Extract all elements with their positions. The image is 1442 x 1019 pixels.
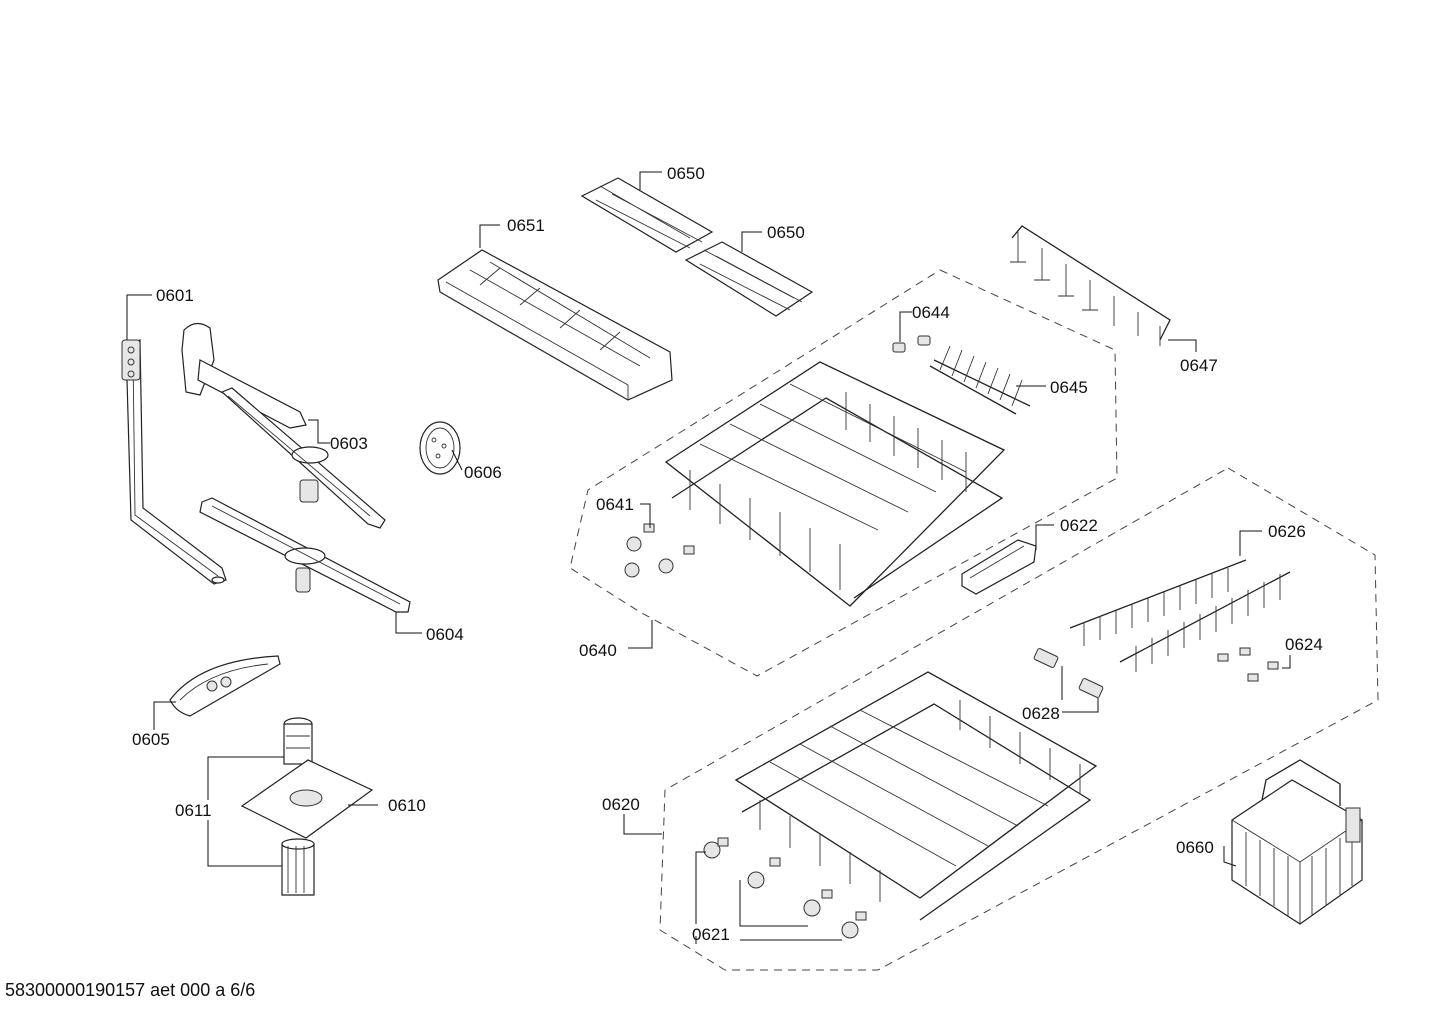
callout-0621: 0621	[692, 925, 730, 944]
leader-0622	[1035, 524, 1054, 550]
leader-0651	[479, 224, 500, 248]
tine-row-part	[1069, 559, 1291, 672]
upper-roller-part	[624, 523, 695, 578]
callout-0620: 0620	[602, 795, 640, 814]
callout-0604: 0604	[426, 625, 464, 644]
small-clip-part	[1217, 647, 1279, 682]
cutlery-basket-part	[1231, 759, 1363, 925]
lower-roller-part	[703, 837, 867, 939]
callout-0651: 0651	[507, 216, 545, 235]
callout-0628: 0628	[1022, 704, 1060, 723]
leader-0641	[640, 503, 651, 528]
valve-disc-part	[419, 421, 461, 475]
callout-0610: 0610	[388, 796, 426, 815]
leader-0621	[695, 851, 842, 944]
leader-0650a	[639, 171, 662, 190]
upper-basket-group-outline	[569, 269, 1118, 677]
callout-0626: 0626	[1268, 522, 1306, 541]
clip-part	[892, 335, 931, 353]
leader-0624	[1282, 655, 1291, 669]
callout-0605: 0605	[132, 730, 170, 749]
filter-assembly-part	[240, 717, 374, 896]
microfilter-part	[169, 655, 281, 717]
leader-0628	[1061, 666, 1099, 713]
callout-0650a: 0650	[667, 164, 705, 183]
lower-basket-part	[734, 671, 1098, 921]
callout-0650b: 0650	[767, 223, 805, 242]
leader-0603	[308, 419, 330, 444]
leader-0601	[126, 294, 152, 340]
leader-0620	[623, 814, 662, 835]
leader-0604	[395, 612, 422, 634]
leader-0660	[1223, 846, 1237, 867]
callout-0647: 0647	[1180, 356, 1218, 375]
callout-0624: 0624	[1285, 635, 1323, 654]
leader-0605	[153, 701, 176, 730]
cup-shelf-part	[1010, 225, 1171, 346]
callout-0606: 0606	[464, 463, 502, 482]
cutlery-tray-part	[437, 249, 673, 401]
callout-0660: 0660	[1176, 838, 1214, 857]
tine-rack-part-a	[580, 177, 714, 253]
leader-0611	[207, 756, 284, 867]
callout-0603: 0603	[330, 434, 368, 453]
fold-tines-part	[929, 345, 1031, 415]
callout-0611: 0611	[175, 801, 212, 820]
callout-0640: 0640	[579, 641, 617, 660]
supply-tube-part	[121, 339, 227, 585]
tine-rack-part-b	[684, 241, 814, 317]
callout-0644: 0644	[912, 303, 950, 322]
leader-0644	[899, 311, 912, 342]
leader-0647	[1168, 339, 1197, 352]
callout-0601: 0601	[156, 286, 194, 305]
upper-spray-arm-part	[181, 322, 386, 529]
lower-spray-arm-part	[199, 497, 411, 613]
callout-0622: 0622	[1060, 516, 1098, 535]
callout-0641: 0641	[596, 495, 634, 514]
leader-0650b	[741, 231, 762, 252]
document-code: 58300000190157 aet 000 a 6/6	[5, 980, 256, 1000]
holder-part	[1033, 648, 1104, 698]
upper-basket-part	[664, 361, 1006, 607]
leader-0606	[451, 449, 463, 471]
callout-0645: 0645	[1050, 378, 1088, 397]
leader-0626	[1239, 530, 1262, 556]
small-cup-part	[961, 539, 1037, 595]
leader-0640	[628, 620, 653, 649]
